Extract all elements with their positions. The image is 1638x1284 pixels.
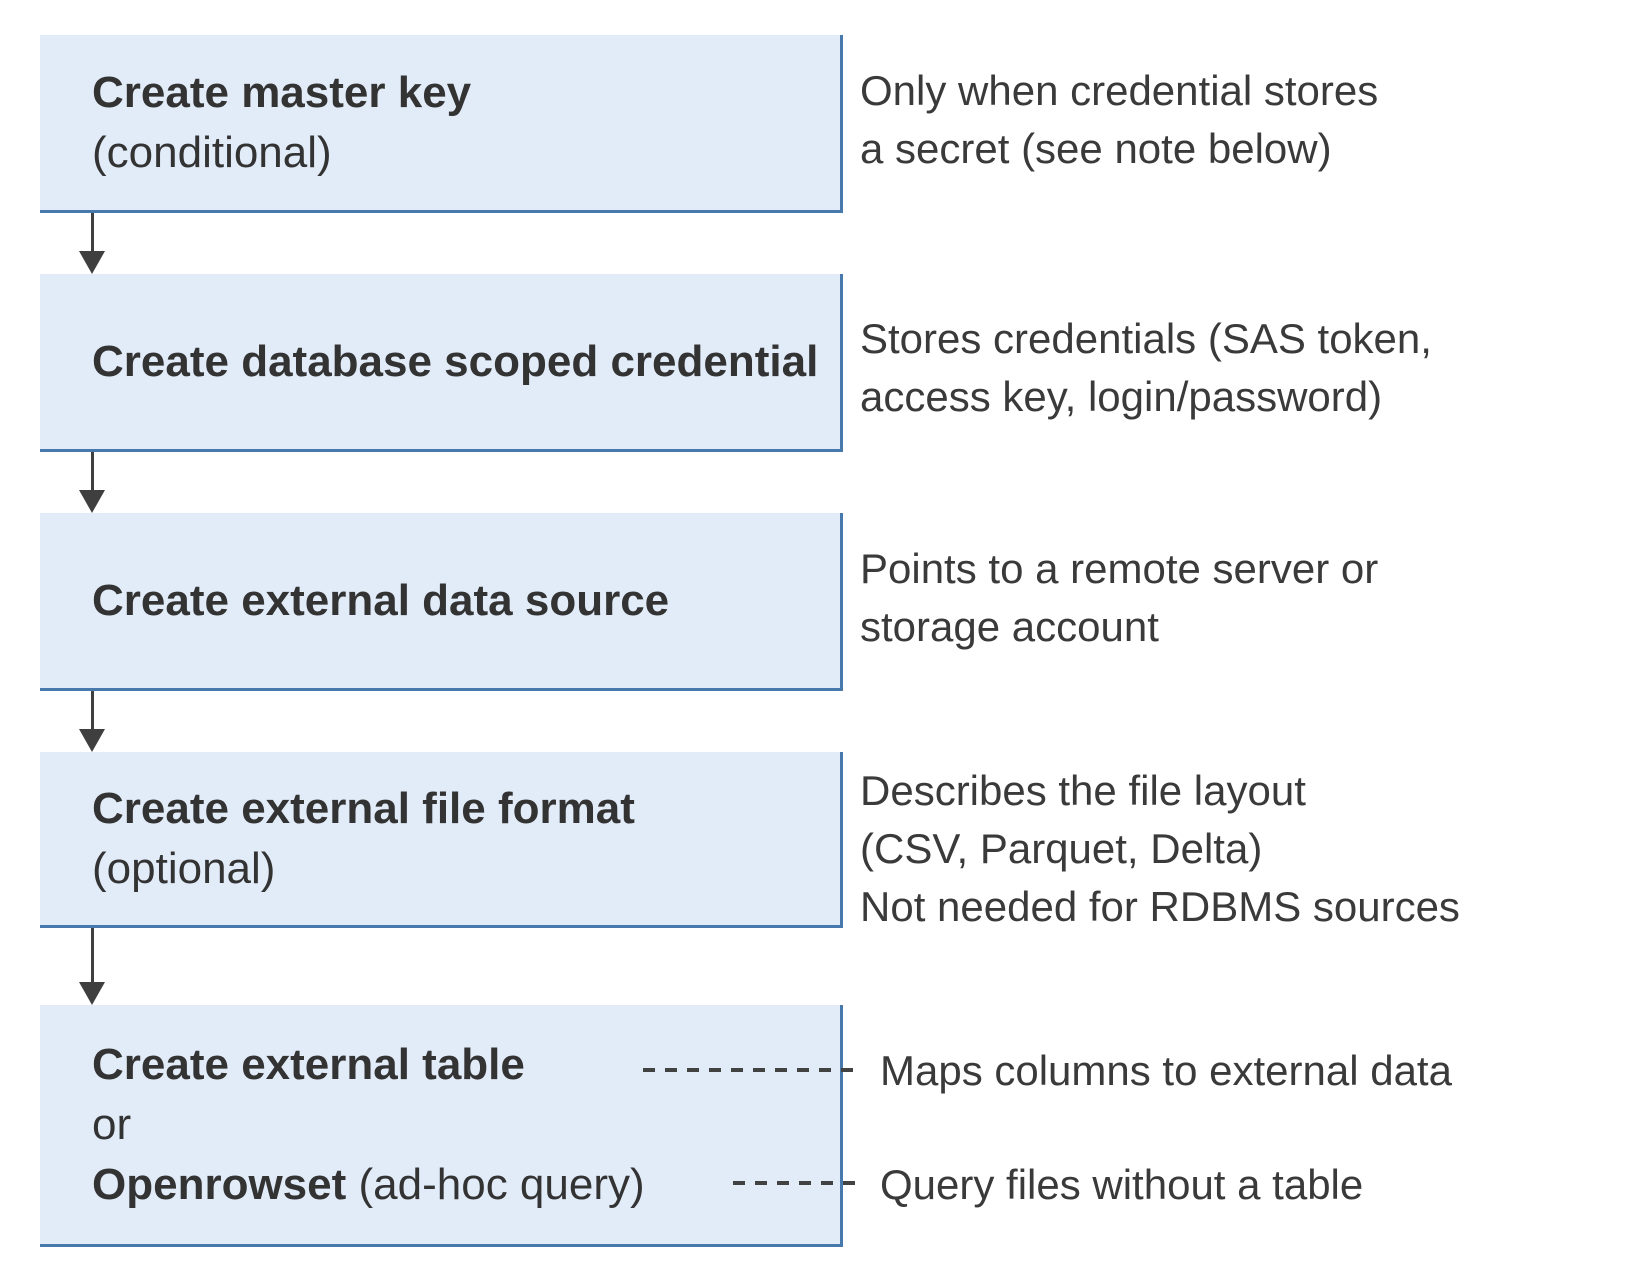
step-subtitle: (optional) — [92, 843, 276, 893]
annotation-master-key: Only when credential stores a secret (se… — [860, 67, 1379, 172]
step-box-create-external-data-source: Create external data source — [40, 513, 843, 691]
arrow-head — [79, 251, 105, 274]
arrow-head — [79, 729, 105, 752]
step-box-create-database-scoped-credential: Create database scoped credential — [40, 274, 843, 452]
arrow-head — [79, 490, 105, 513]
down-arrow-icon — [79, 691, 105, 752]
step-box-create-external-file-format: Create external file format (optional) — [40, 752, 843, 928]
step-title: Create external file format — [92, 783, 635, 833]
dashed-connector-openrowset — [733, 1181, 863, 1185]
step-box-create-master-key: Create master key (conditional) — [40, 35, 843, 213]
down-arrow-icon — [79, 213, 105, 274]
arrow-head — [79, 982, 105, 1005]
arrow-shaft — [90, 928, 94, 982]
down-arrow-icon — [79, 928, 105, 1005]
dashed-connector-table — [643, 1068, 863, 1072]
option-separator: or — [92, 1095, 820, 1155]
option-openrowset: Openrowset (ad-hoc query) — [92, 1155, 820, 1215]
arrow-shaft — [90, 452, 94, 490]
annotation-data-source: Points to a remote server or storage acc… — [860, 545, 1379, 650]
arrow-shaft — [90, 691, 94, 729]
step-title: Create master key — [92, 67, 472, 117]
annotation-file-format: Describes the file layout (CSV, Parquet,… — [860, 767, 1460, 930]
arrow-shaft — [90, 213, 94, 251]
annotation-credential: Stores credentials (SAS token, access ke… — [860, 315, 1432, 420]
down-arrow-icon — [79, 452, 105, 513]
step-box-create-external-table-or-openrowset: Create external table or Openrowset (ad-… — [40, 1005, 843, 1247]
or-label: or — [92, 1099, 132, 1149]
annotation-openrowset: Query files without a table — [880, 1161, 1364, 1208]
step-subtitle: (conditional) — [92, 127, 332, 177]
adhoc-query-label: (ad-hoc query) — [346, 1159, 645, 1209]
annotation-external-table: Maps columns to external data — [880, 1047, 1452, 1094]
option-create-external-table: Create external table — [92, 1035, 820, 1095]
option-label: Create external table — [92, 1039, 525, 1089]
step-title: Create database scoped credential — [92, 336, 819, 386]
step-title: Create external data source — [92, 575, 670, 625]
openrowset-label: Openrowset — [92, 1159, 347, 1209]
